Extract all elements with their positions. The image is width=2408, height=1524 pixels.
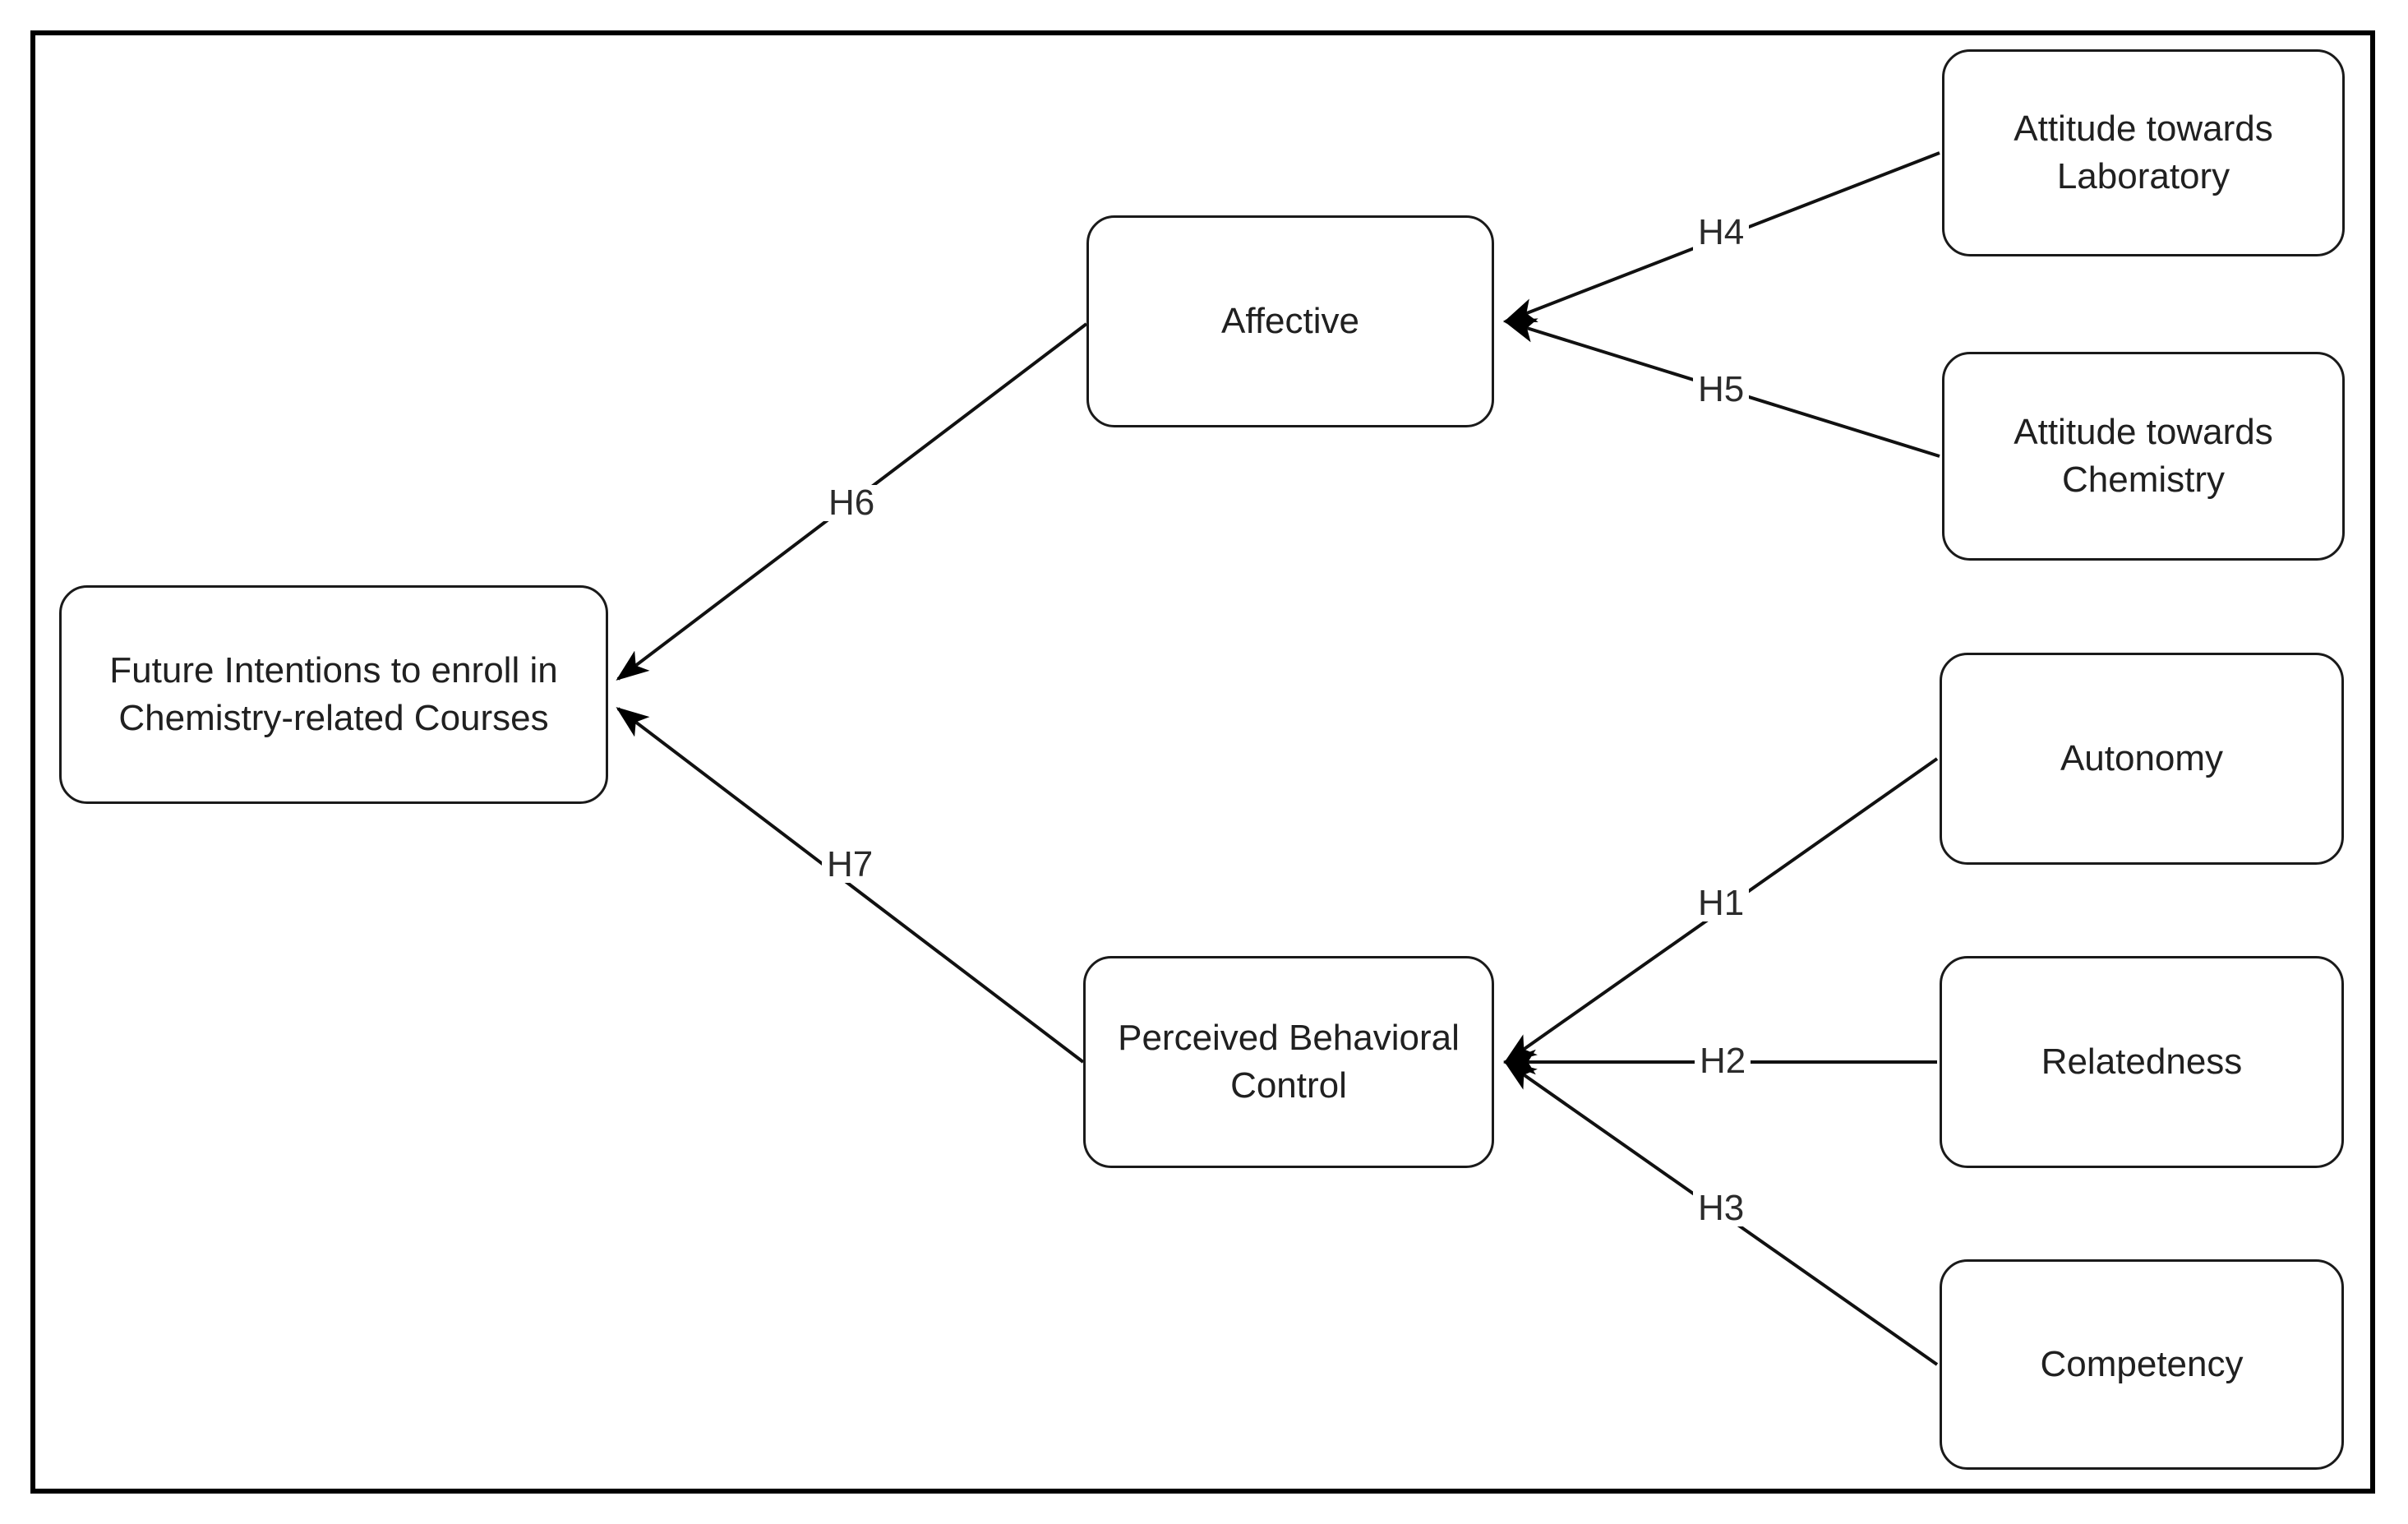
- node-autonomy[interactable]: Autonomy: [1940, 653, 2344, 865]
- node-label-relatedness: Relatedness: [2041, 1041, 2243, 1082]
- node-attitude-towards-laboratory[interactable]: Attitude towards Laboratory: [1942, 49, 2345, 256]
- edge-label-h1: H1: [1693, 885, 1750, 921]
- node-perceived-behavioral-control[interactable]: Perceived Behavioral Control: [1083, 956, 1494, 1168]
- node-label-affective: Affective: [1221, 300, 1359, 341]
- diagram-outer-frame: [30, 30, 2375, 1494]
- node-attitude-towards-chemistry[interactable]: Attitude towards Chemistry: [1942, 352, 2345, 561]
- node-relatedness[interactable]: Relatedness: [1940, 956, 2344, 1168]
- edge-label-h3: H3: [1693, 1190, 1750, 1226]
- edge-label-h5: H5: [1693, 372, 1750, 408]
- edge-line-h7: [616, 707, 1085, 1064]
- node-label-competency: Competency: [2040, 1343, 2244, 1384]
- node-competency[interactable]: Competency: [1940, 1259, 2344, 1470]
- edge-label-h7: H7: [822, 847, 879, 883]
- node-future-intentions[interactable]: Future Intentions to enroll in Chemistry…: [59, 585, 608, 804]
- edge-label-h4: H4: [1693, 215, 1750, 251]
- node-label-future-intentions: Future Intentions to enroll in Chemistry…: [109, 649, 558, 738]
- edge-label-h6: H6: [823, 485, 880, 521]
- node-affective[interactable]: Affective: [1086, 215, 1494, 427]
- node-label-attitude-towards-chemistry: Attitude towards Chemistry: [2014, 411, 2273, 500]
- node-label-perceived-behavioral-control: Perceived Behavioral Control: [1118, 1017, 1460, 1106]
- edge-label-h2: H2: [1695, 1043, 1751, 1079]
- node-label-autonomy: Autonomy: [2060, 737, 2224, 778]
- node-label-attitude-towards-laboratory: Attitude towards Laboratory: [2014, 108, 2273, 196]
